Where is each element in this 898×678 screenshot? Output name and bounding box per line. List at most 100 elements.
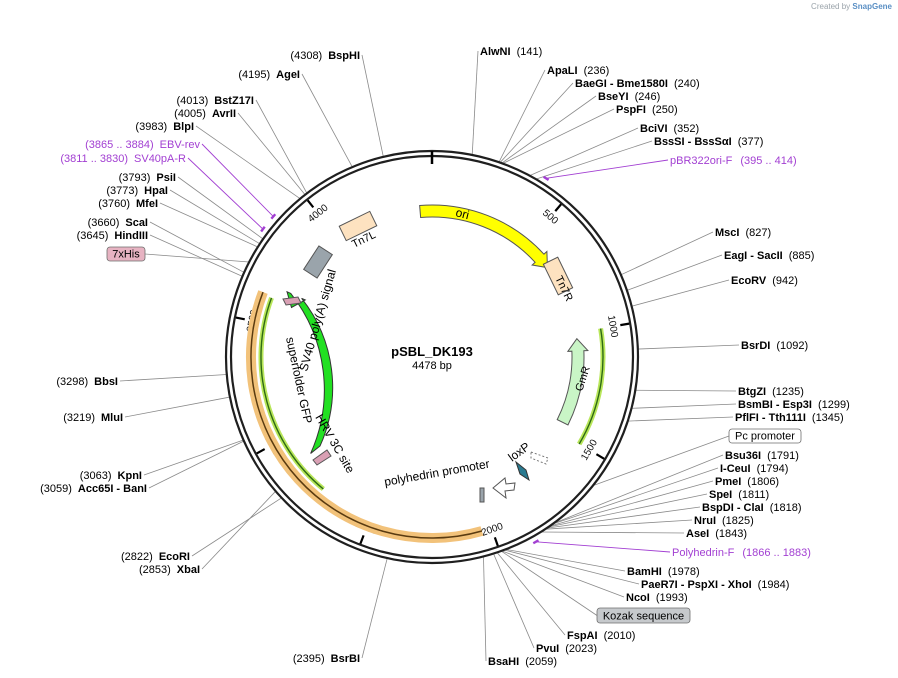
enzyme-label-bcivi: BciVI(352) xyxy=(640,123,699,135)
enzyme-label-bamhi: BamHI(1978) xyxy=(627,566,700,578)
enzyme-name: I-CeuI xyxy=(720,463,751,475)
primer-mark-2 xyxy=(270,213,277,220)
enzyme-position: (3298) xyxy=(56,376,88,388)
primer-range: (395 .. 414) xyxy=(740,155,796,167)
enzyme-line-19 xyxy=(545,519,693,530)
enzyme-line-4 xyxy=(502,108,615,164)
enzyme-name: BstZ17I xyxy=(214,95,254,107)
primer-mark-3 xyxy=(260,226,266,233)
enzyme-label-ecori: (2822)EcoRI xyxy=(121,551,190,563)
enzyme-position: (2822) xyxy=(121,551,153,563)
enzyme-label-spei: SpeI(1811) xyxy=(709,489,769,501)
enzyme-label-bsahi: BsaHI(2059) xyxy=(488,656,557,668)
primer-name: Polyhedrin-F xyxy=(672,547,735,559)
primer-label-ebv-rev: (3865 .. 3884)EBV-rev xyxy=(85,139,200,151)
enzyme-line-6 xyxy=(535,140,653,180)
green-feature-arc-right-core xyxy=(578,328,604,445)
enzyme-name: AvrII xyxy=(212,108,236,120)
enzyme-label-bsrbi: (2395)BsrBI xyxy=(293,653,360,665)
enzyme-name: PspFI xyxy=(616,104,646,116)
enzyme-line-7 xyxy=(620,231,714,276)
enzyme-line-31 xyxy=(143,439,244,476)
grey-feature-marker xyxy=(479,487,485,503)
enzyme-position: (240) xyxy=(674,78,700,90)
tick-label-4000: 4000 xyxy=(306,202,331,225)
primer-line-2 xyxy=(201,143,274,217)
enzyme-position: (377) xyxy=(738,136,764,148)
features xyxy=(245,204,606,543)
enzyme-position: (1345) xyxy=(812,412,844,424)
boxed-label-7xhis: 7xHis xyxy=(112,249,140,261)
boxed-label-pc-promoter: Pc promoter xyxy=(735,431,795,443)
enzyme-position: (352) xyxy=(674,123,700,135)
enzyme-position: (1299) xyxy=(818,399,850,411)
tick-3500 xyxy=(235,316,245,321)
tick-500 xyxy=(554,203,562,212)
enzyme-position: (1984) xyxy=(758,579,790,591)
enzyme-position: (942) xyxy=(772,275,798,287)
primer-range: (3865 .. 3884) xyxy=(85,139,154,151)
primer-line-3 xyxy=(187,157,264,230)
enzyme-line-27 xyxy=(361,557,388,659)
enzyme-label-nrui: NruI(1825) xyxy=(694,515,754,527)
enzyme-position: (3063) xyxy=(80,470,112,482)
tick-3000 xyxy=(256,448,266,455)
enzyme-label-mlui: (3219)MluI xyxy=(63,412,123,424)
boxed-label-bg-1 xyxy=(596,607,691,624)
enzyme-line-22 xyxy=(504,549,640,585)
primer-line-0 xyxy=(546,159,669,179)
enzyme-line-11 xyxy=(635,389,737,392)
enzyme-name: NruI xyxy=(694,515,716,527)
polyhedrin-promoter-feature-arrow xyxy=(492,477,516,500)
enzyme-label-bbsi: (3298)BbsI xyxy=(56,376,118,388)
enzyme-position: (3645) xyxy=(77,230,109,242)
primer-label-pbr322ori-f: pBR322ori-F (395 .. 414) xyxy=(670,155,797,167)
enzyme-label-pflfi: PflFI - Tth111I (1345) xyxy=(735,412,844,424)
tick-1500 xyxy=(595,453,605,460)
enzyme-line-2 xyxy=(499,82,574,163)
enzyme-position: (1806) xyxy=(747,476,779,488)
enzyme-name: BspHI xyxy=(328,50,360,62)
sv40-polya-feature-box xyxy=(302,245,334,279)
enzyme-position: (4013) xyxy=(176,95,208,107)
enzyme-line-10 xyxy=(637,344,740,350)
superfolder-gfp-feature-arrow xyxy=(286,290,334,454)
pc-promoter-feature-mark xyxy=(530,451,549,465)
enzyme-name: MfeI xyxy=(136,198,158,210)
enzyme-label-pvui: PvuI(2023) xyxy=(536,643,597,655)
tick-label-2000: 2000 xyxy=(480,521,505,539)
enzyme-name: PaeR7I - PspXI - XhoI xyxy=(641,579,752,591)
enzyme-line-24 xyxy=(496,552,566,636)
enzyme-name: PvuI xyxy=(536,643,559,655)
enzyme-line-16 xyxy=(549,480,714,527)
primer-name: SV40pA-R xyxy=(134,153,186,165)
enzyme-position: (4005) xyxy=(174,108,206,120)
center-labels: pSBL_DK193 4478 bp xyxy=(391,344,473,372)
enzyme-position: (141) xyxy=(517,46,543,58)
primer-range: (1866 .. 1883) xyxy=(742,547,811,559)
enzyme-position: (236) xyxy=(584,65,610,77)
enzyme-line-3 xyxy=(501,95,597,164)
enzyme-line-29 xyxy=(201,490,276,570)
box-line-2 xyxy=(144,253,250,263)
enzyme-line-8 xyxy=(626,254,723,291)
enzyme-position: (2059) xyxy=(525,656,557,668)
enzyme-label-bsphi: (4308)BspHI xyxy=(290,50,360,62)
tn7r-feature-box xyxy=(542,256,574,296)
enzyme-label-hindiii: (3645)HindIII xyxy=(77,230,148,242)
enzyme-line-37 xyxy=(169,189,261,245)
enzyme-label-bsu36i: Bsu36I(1791) xyxy=(725,450,799,462)
tick-label-1000: 1000 xyxy=(605,315,620,339)
enzyme-position: (1811) xyxy=(738,489,769,501)
enzyme-label-hpai: (3773)HpaI xyxy=(106,185,168,197)
loxp-label: loxP xyxy=(506,439,533,464)
enzyme-position: (3983) xyxy=(135,121,167,133)
enzyme-name: BamHI xyxy=(627,566,662,578)
enzyme-name: MluI xyxy=(101,412,123,424)
enzyme-name: PflFI - Tth111I xyxy=(735,412,806,424)
enzyme-position: (1794) xyxy=(757,463,789,475)
primer-label-polyhedrin-f: Polyhedrin-F (1866 .. 1883) xyxy=(672,547,811,559)
primer-name: pBR322ori-F xyxy=(670,155,733,167)
